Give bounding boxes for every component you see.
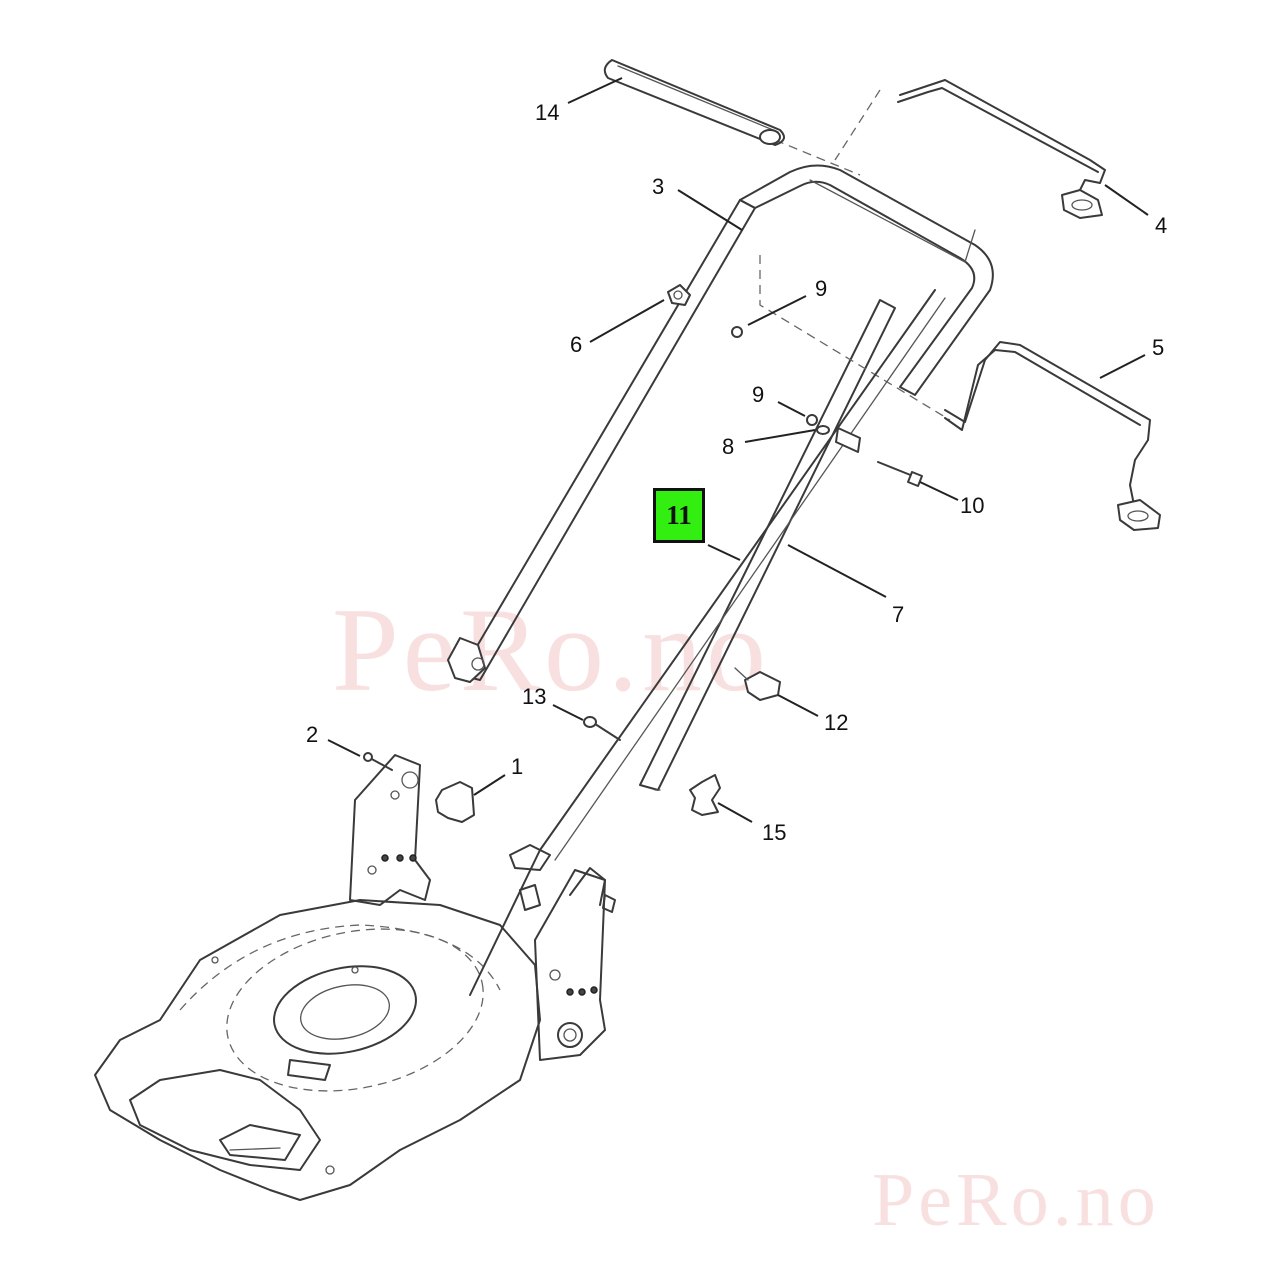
lower-handle-clip-left (447, 637, 486, 683)
callout-3[interactable]: 3 (652, 174, 664, 199)
left-mounting-bracket (349, 754, 431, 906)
part-4-bail (897, 79, 1106, 219)
watermark-center: PeRo.no (332, 583, 770, 716)
part-15-grip (603, 59, 785, 146)
part-9-nut-lower (806, 414, 818, 426)
callout-11-label: 11 (666, 500, 692, 530)
callout-9-upper[interactable]: 9 (815, 276, 827, 301)
callout-7[interactable]: 7 (892, 602, 904, 627)
part-11-control-cable (469, 229, 976, 996)
callout-1[interactable]: 1 (511, 754, 523, 779)
part-12-adjuster (734, 667, 781, 701)
part-1-clip (435, 781, 475, 823)
mower-deck (94, 899, 541, 1201)
callout-10[interactable]: 10 (960, 493, 984, 518)
callout-12[interactable]: 12 (824, 710, 848, 735)
callout-4[interactable]: 4 (1155, 213, 1167, 238)
part-5-drive-bail (944, 341, 1161, 531)
part-8-washer (816, 425, 830, 435)
callout-13[interactable]: 13 (522, 684, 546, 709)
callout-14[interactable]: 15 (762, 820, 786, 845)
callout-2[interactable]: 2 (306, 722, 318, 747)
callout-11-highlighted[interactable]: 11 (653, 488, 705, 543)
part-13-bolt (583, 716, 621, 741)
part-14-knob (689, 774, 721, 816)
callout-8[interactable]: 8 (722, 434, 734, 459)
part-9-nut-upper (731, 326, 743, 338)
callout-5[interactable]: 5 (1152, 335, 1164, 360)
part-10-bolt (877, 461, 923, 487)
leader-lines (327, 77, 1149, 823)
callout-9-lower[interactable]: 9 (752, 382, 764, 407)
watermark-corner: PeRo.no (872, 1158, 1160, 1242)
callout-15[interactable]: 14 (535, 100, 559, 125)
part-2-bolt (363, 752, 393, 771)
cable-guide-block (835, 427, 861, 453)
part-6-clip (667, 284, 691, 306)
right-mounting-bracket (534, 867, 616, 1061)
callout-6[interactable]: 6 (570, 332, 582, 357)
